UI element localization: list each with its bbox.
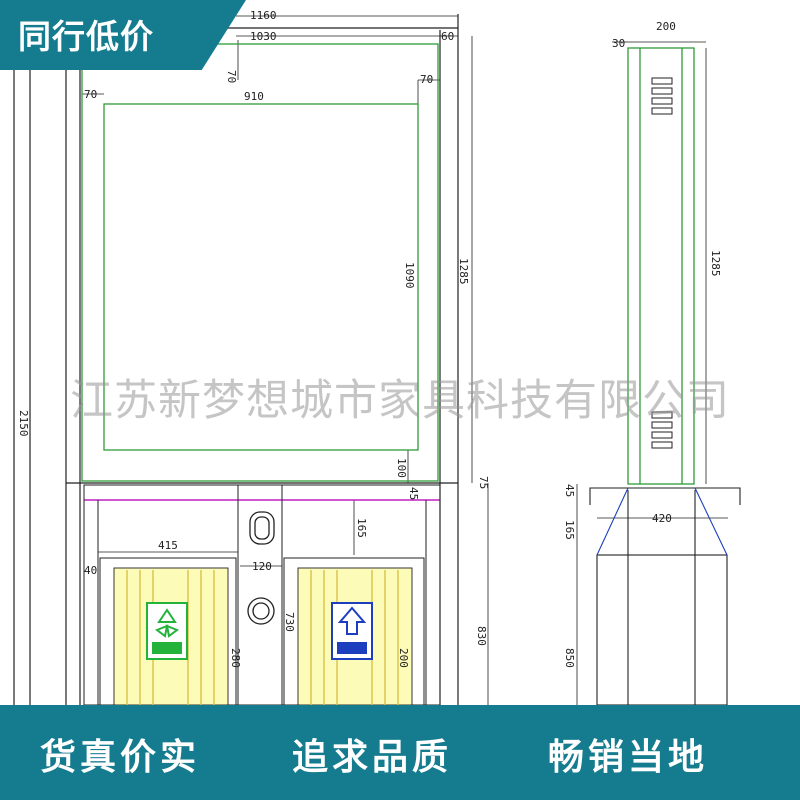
side-lower-body — [596, 554, 728, 706]
side-view-panel — [627, 47, 695, 485]
dim-right-margin: 60 — [441, 30, 454, 43]
slogan-best-selling: 畅销当地 — [548, 737, 709, 778]
side-taper-right — [694, 487, 728, 556]
dim-bin-inner-right: 200 — [397, 648, 410, 668]
dim-side-base-width: 420 — [652, 512, 672, 525]
dim-bin-side: 40 — [84, 564, 97, 577]
dim-bin-offset: 165 — [355, 518, 368, 538]
dim-side-height: 1285 — [709, 250, 722, 277]
dim-side-margin-right: 70 — [420, 73, 433, 86]
slogan-quality: 追求品质 — [292, 737, 453, 778]
dim-bottom-margin: 100 — [395, 458, 408, 478]
dim-base-gap: 45 — [407, 487, 420, 500]
dim-bin-gap: 120 — [252, 560, 272, 573]
dim-side-base-offset: 165 — [563, 520, 576, 540]
price-badge: 同行低价 — [0, 0, 246, 70]
dim-bin-width: 415 — [158, 539, 178, 552]
slogan-banner: 货真价实 追求品质 畅销当地 — [0, 705, 800, 800]
side-taper-left — [596, 487, 629, 556]
side-vents — [651, 77, 673, 449]
side-base-cap — [589, 487, 741, 505]
recycle-icon — [146, 602, 188, 660]
price-badge-text: 同行低价 — [18, 17, 154, 56]
waste-icon — [331, 602, 373, 660]
dim-panel-height: 1090 — [403, 262, 416, 289]
dim-side-offset: 30 — [612, 37, 625, 50]
dim-side-width: 200 — [656, 20, 676, 33]
dim-bin-height-left: 730 — [283, 612, 296, 632]
dim-total-height: 2150 — [17, 410, 30, 437]
dim-lower-height: 830 — [475, 626, 488, 646]
slogan-genuine-price: 货真价实 — [40, 737, 201, 778]
cabinet-locks — [247, 511, 275, 625]
display-panel-inner — [103, 103, 419, 451]
dim-top-margin: 70 — [225, 70, 238, 83]
dim-rail: 75 — [477, 476, 490, 489]
dim-side-base-gap: 45 — [563, 484, 576, 497]
dim-panel-width: 910 — [244, 90, 264, 103]
dim-inner-width: 1030 — [250, 30, 277, 43]
dim-side-lower-height: 850 — [563, 648, 576, 668]
dim-total-width: 1160 — [250, 9, 277, 22]
bin-door-stripes — [126, 570, 399, 705]
dim-side-margin-left: 70 — [84, 88, 97, 101]
dim-bin-inner-left: 280 — [229, 648, 242, 668]
dim-frame-height: 1285 — [457, 258, 470, 285]
display-panel-outer — [81, 43, 439, 482]
